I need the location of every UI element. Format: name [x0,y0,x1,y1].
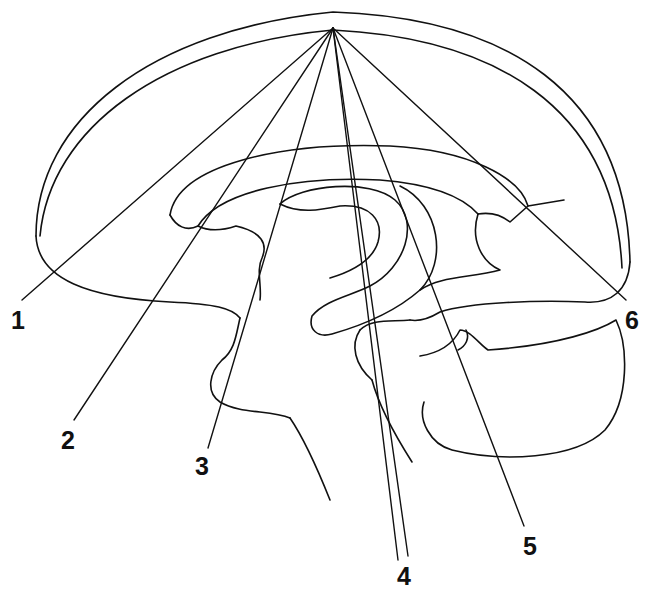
leader-line [74,28,333,420]
cerebrum-inner-outline [40,30,622,268]
leader-lines [22,28,626,560]
callout-number: 4 [397,564,411,589]
temporal-region [211,318,290,418]
leader-line [333,28,398,560]
callout-number: 2 [61,428,75,453]
brainstem [290,418,330,500]
callout-number: 6 [625,308,639,333]
leader-line [208,28,333,448]
thalamus [280,204,379,278]
callout-number: 1 [11,308,25,333]
cerebellum [420,320,625,457]
leader-line [333,28,408,556]
cerebellum [458,330,468,350]
cerebrum-outline [36,12,630,262]
cerebrum-base [36,236,240,318]
leader-line [333,28,524,526]
septum [198,226,264,300]
cerebrum-base-right [410,262,630,321]
midbrain [420,214,500,290]
callout-number: 5 [523,534,537,559]
occipital-sulcus [528,200,564,206]
brainstem [355,330,372,380]
callout-number: 3 [195,454,209,479]
leader-line [333,28,626,300]
leader-line [22,28,333,300]
